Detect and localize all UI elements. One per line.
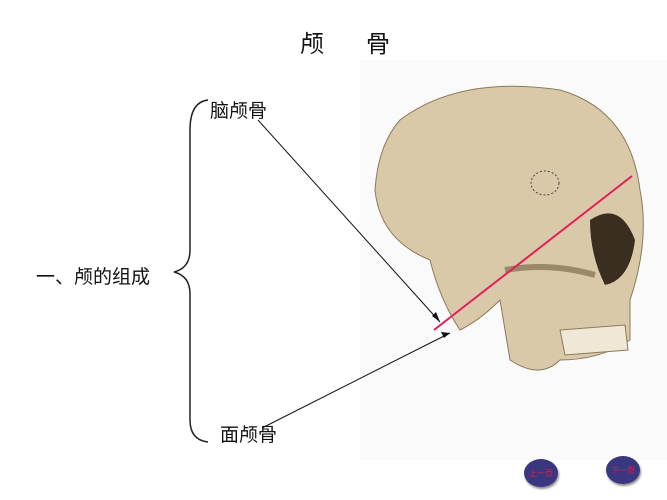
- prev-page-button[interactable]: 上一页: [524, 459, 558, 487]
- label-brain-cranium: 脑颅骨: [210, 100, 268, 122]
- title-char: 骨: [366, 30, 392, 58]
- slide-title: 颅骨: [300, 24, 432, 59]
- next-page-button[interactable]: 下一页: [606, 456, 640, 484]
- label-section: 一、颅的组成: [36, 266, 151, 288]
- label-facial-bones: 面颅骨: [220, 424, 278, 446]
- pointer-brain: [257, 119, 441, 323]
- skull-image: [360, 60, 667, 460]
- brace: [173, 99, 209, 443]
- pointer-face: [261, 332, 451, 429]
- cut-line: [433, 175, 633, 331]
- title-char: 颅: [300, 30, 326, 58]
